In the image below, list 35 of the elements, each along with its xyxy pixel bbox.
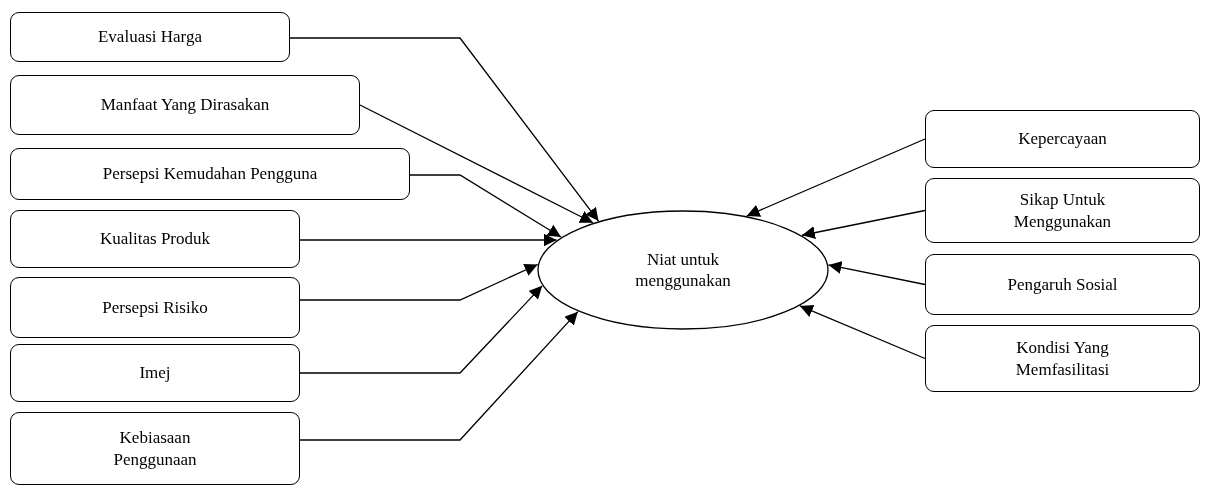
node-label: Kondisi Yang Memfasilitasi	[1014, 337, 1111, 380]
process-box	[10, 277, 300, 338]
node-label: Pengaruh Sosial	[1007, 273, 1118, 296]
arrow	[746, 138, 926, 217]
process-box	[925, 325, 1200, 392]
node-label: Manfaat Yang Dirasakan	[100, 94, 270, 116]
process-box	[925, 178, 1200, 243]
arrow	[827, 261, 926, 286]
node-label: Niat untuk menggunakan	[634, 248, 732, 292]
arrow	[359, 104, 594, 224]
arrow	[409, 174, 562, 238]
process-box	[925, 110, 1200, 168]
process-box	[925, 254, 1200, 315]
arrow	[799, 304, 926, 360]
process-box	[10, 344, 300, 402]
process-box	[10, 148, 410, 200]
node-label: Kualitas Produk	[100, 228, 210, 250]
process-box	[10, 412, 300, 485]
arrow	[289, 37, 600, 222]
arrow	[299, 311, 579, 441]
process-box	[10, 210, 300, 268]
ellipse-node	[537, 210, 829, 330]
node-label: Kebiasaan Penggunaan	[112, 427, 198, 470]
node-label: Persepsi Kemudahan Pengguna	[102, 163, 318, 185]
process-box	[10, 75, 360, 135]
process-box	[10, 12, 290, 62]
arrow	[801, 209, 926, 240]
node-label: Imej	[139, 362, 171, 384]
node-label: Sikap Untuk Menggunakan	[1012, 189, 1113, 232]
arrow	[299, 233, 558, 247]
arrow	[299, 285, 543, 374]
node-label: Evaluasi Harga	[98, 26, 202, 48]
node-label: Kepercayaan	[1018, 128, 1107, 150]
node-label: Persepsi Risiko	[102, 296, 208, 319]
arrow	[299, 263, 539, 301]
